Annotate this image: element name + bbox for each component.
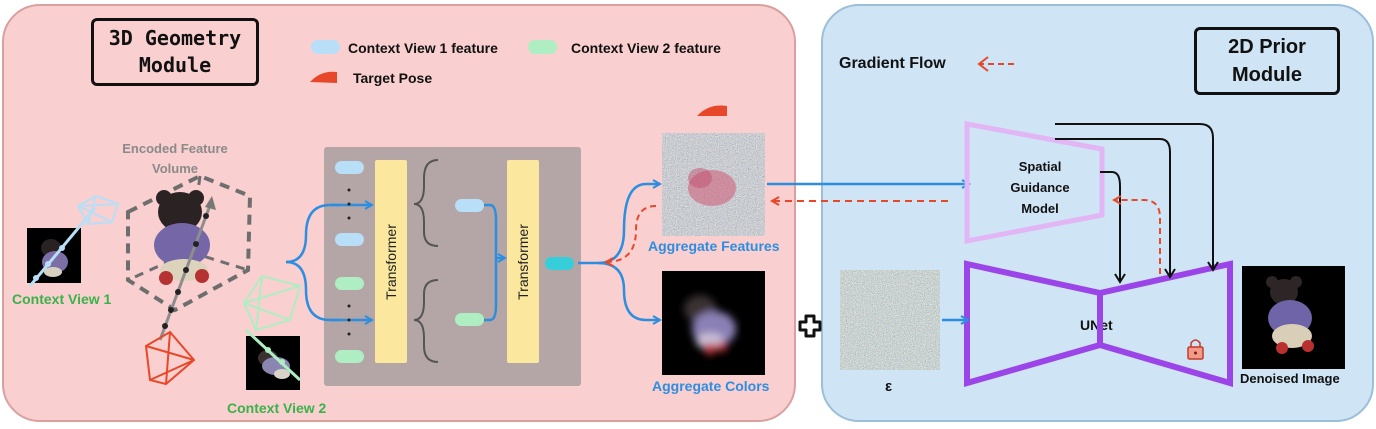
gradient-flow-legend-arrow [977,56,1014,72]
epsilon-label: ε [885,378,893,395]
aggregate-colors-label: Aggregate Colors [652,378,770,394]
unet-shape [964,260,1233,388]
encoded-feature-volume [126,173,253,341]
transformer-2: Transformer [507,160,539,363]
denoised-image-label: Denoised Image [1240,371,1340,386]
encoded-volume-line1: Encoded Feature [122,141,228,156]
view2-summary-token [455,313,484,326]
forward-arrow-to-sgm [767,184,969,201]
target-pose-icon [310,71,337,83]
gradient-arrow-unet-to-sgm [1114,200,1161,274]
context-view-1-label: Context View 1 [12,291,112,307]
gradient-arrow-to-token [606,205,657,262]
guidance-arrows [1055,123,1219,284]
sgm-line1: Spatial [1018,159,1062,174]
sgm-shape [964,120,1105,245]
encoded-volume-label: Encoded Feature Volume [115,139,235,179]
prior-title-line1: 2D Prior [1228,36,1306,58]
forward-arrows-view-split [285,205,372,320]
noise-image [840,270,940,370]
lock-icon [1187,339,1204,360]
aggregate-features-label: Aggregate Features [648,238,780,254]
aggregate-features-image [662,133,765,236]
legend-target-pose-label: Target Pose [353,70,433,86]
prior-title-line2: Module [1232,64,1302,86]
forward-arrows-to-transformer-2 [484,203,505,322]
target-pose-marker-icon [697,105,727,116]
aggregate-colors-image [662,271,765,375]
legend-view2-swatch [528,40,557,54]
geometry-title-line1: 3D Geometry [108,26,242,50]
encoded-volume-line2: Volume [152,161,198,176]
transformer-1: Transformer [375,160,407,363]
braces [413,159,439,363]
legend-view1-swatch [311,40,340,54]
view1-token-bottom [335,233,364,246]
legend-gradient-flow-label: Gradient Flow [839,55,946,72]
geometry-title-line2: Module [138,53,212,77]
view2-token-top [335,277,364,290]
aggregated-token [545,257,574,270]
view1-token-top [335,161,364,174]
sgm-label: Spatial Guidance Model [990,156,1090,219]
sgm-line2: Guidance [1010,180,1070,195]
denoised-image [1242,266,1345,369]
camera-frustum-icon [28,194,302,386]
unet-label: UNet [1080,317,1113,333]
forward-arrows-to-aggregates [578,184,660,320]
token-ellipsis [347,188,351,336]
legend-view1-label: Context View 1 feature [348,40,498,56]
view2-token-bottom [335,350,364,363]
context-view-2-label: Context View 2 [227,400,327,416]
legend-view2-label: Context View 2 feature [571,40,721,56]
view1-summary-token [455,199,484,212]
sgm-line3: Model [1021,201,1059,216]
plus-icon [798,314,822,338]
